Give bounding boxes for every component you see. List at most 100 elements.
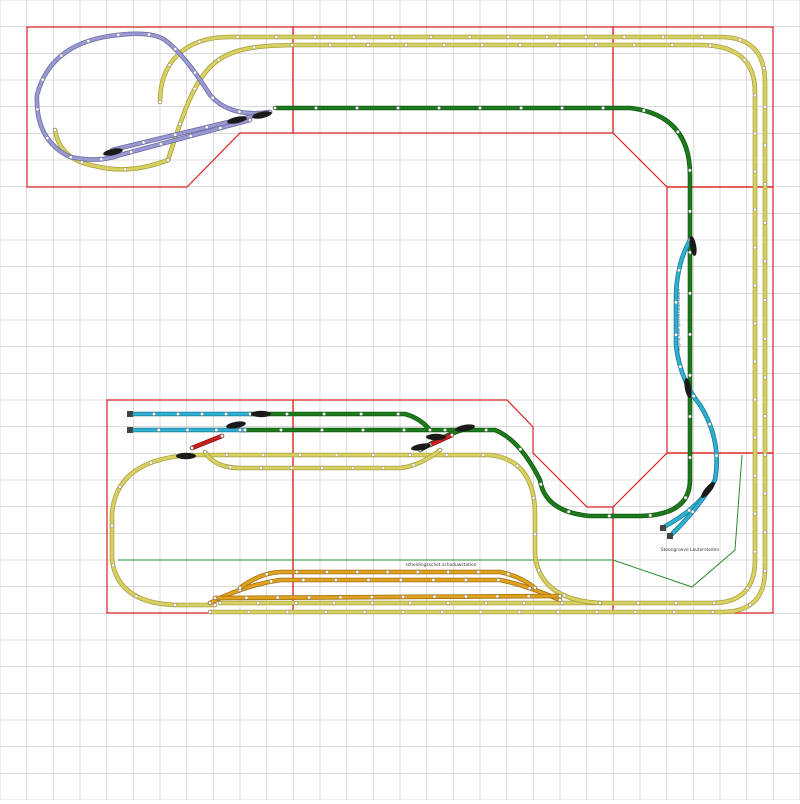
track-joint [396,106,400,110]
track-joint [515,463,520,468]
track-joint [279,428,283,432]
track-joint [688,332,692,337]
track-joint [350,466,355,470]
track-joint [381,466,386,470]
track-joint [213,603,217,607]
track-joint [556,43,561,47]
track-joint [558,598,562,602]
track-joint [361,428,365,432]
track-joint [208,610,212,614]
track-joint [401,595,406,599]
track-joint [402,428,406,432]
turnout-marker [426,433,446,441]
track-joint [699,35,704,39]
track-joint [408,453,412,457]
track-joint [147,32,151,37]
track-joint [642,108,646,113]
track-joint [399,578,403,582]
track-joint [366,43,371,47]
track-joint [712,601,717,605]
turnout-marker [411,443,431,451]
track-joint [672,610,676,614]
track-joint [763,182,767,186]
track-joint [369,595,374,599]
track-joint [152,412,156,416]
track-joint [480,43,485,47]
track-joint [560,601,564,605]
track-joint [539,482,543,487]
track-joint [622,35,627,39]
track-joint [636,601,641,605]
track-joint [320,466,324,470]
track-joint [431,578,436,582]
track-joint [285,412,289,416]
track-joint [188,134,193,138]
track-joint [235,35,240,39]
track-joint [753,321,757,326]
track-joint [688,455,692,460]
track-joint [123,167,127,172]
track-joint [404,43,409,47]
track-joint [244,596,249,600]
track-joint [464,578,468,582]
track-joint [598,601,602,605]
track-joint [314,106,318,110]
green-upper-siding [248,412,432,432]
track-joint [714,453,719,458]
track-joint [116,33,121,37]
track-joint [748,603,752,607]
track-joint [753,397,757,402]
buffer-stop [667,533,673,539]
track-joint [753,511,757,516]
track-joint [558,594,562,598]
track-joint [688,291,692,296]
track-joint [324,610,328,614]
track-joint [110,523,114,528]
track-joint [601,106,605,110]
turnout-marker [176,452,196,460]
track-joint [753,359,757,364]
track-joint [648,513,653,518]
track-joint [745,586,750,591]
track-joint [437,106,441,110]
track-joint [526,594,531,599]
track-joint [595,610,599,614]
track-joint [248,118,252,122]
track-joint [332,601,336,605]
track-joint [632,43,637,47]
track-joint [238,586,242,590]
track-joint [438,448,442,452]
track-joint [440,610,444,614]
track-joint [208,601,212,605]
track-joint [298,453,302,457]
track-joint [691,394,696,398]
orange-station-3 [213,594,562,600]
track-joint [464,594,468,599]
track-joint [313,35,317,39]
track-joint [533,532,537,537]
track-joint [522,601,526,605]
track-joints [35,32,767,614]
track-joint [708,43,713,48]
track-joint [562,593,567,598]
track-joint [190,446,194,450]
track-joint [711,610,715,614]
track-joint [275,595,280,600]
track-joint [273,106,277,110]
track-joint [203,450,207,454]
track-joint [261,453,266,457]
upper-left-yellow-loop [53,128,170,171]
track-joint [290,43,294,47]
track-joint [763,104,767,109]
track-joint [149,460,153,465]
track-joint [533,586,537,590]
orange-station-2 [238,570,537,590]
track-joint [674,332,678,337]
track-joint [518,43,523,47]
track-joint [320,428,324,432]
track-joint [537,568,541,573]
track-joint [594,43,599,47]
track-joint [167,63,172,67]
bottom-inner-siding [203,448,442,470]
